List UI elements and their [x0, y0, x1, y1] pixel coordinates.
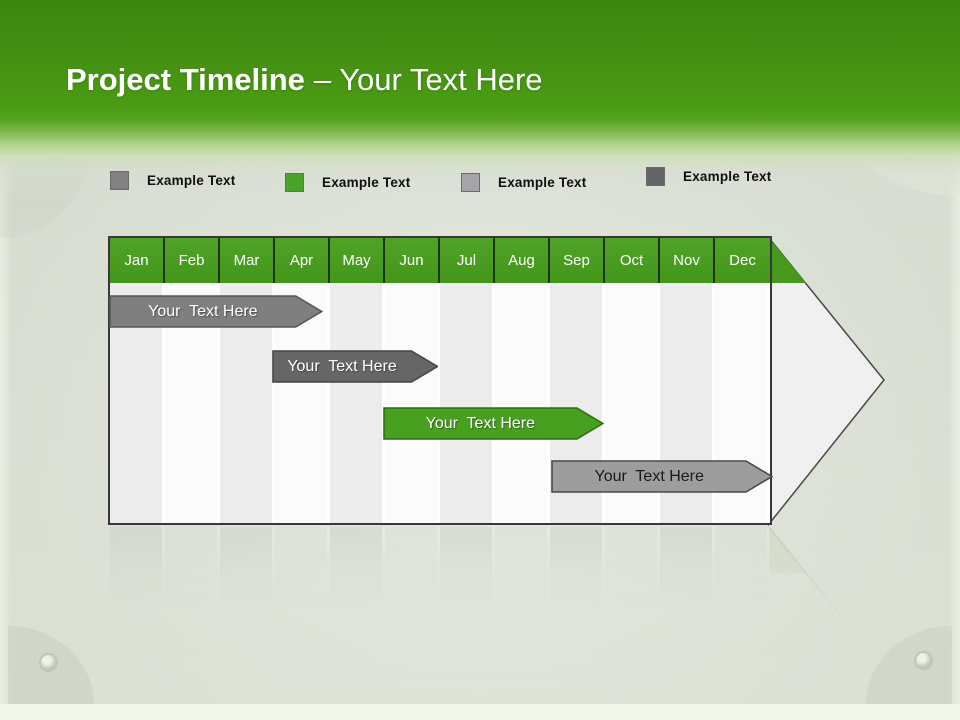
title-main-text: Project Timeline: [66, 62, 305, 97]
legend-item: Example Text: [285, 173, 410, 192]
timeline-bar: Your Text Here: [271, 350, 439, 383]
arrow-reflection: [768, 527, 862, 642]
month-label: Apr: [289, 252, 314, 269]
timeline-bar: Your Text Here: [551, 460, 774, 493]
title-band: [0, 0, 960, 200]
legend-label: Example Text: [147, 173, 236, 188]
month-cell: Feb: [165, 238, 220, 283]
timeline-arrow-shape: [768, 235, 885, 527]
month-cell: Nov: [660, 238, 715, 283]
timeline-bar: Your Text Here: [383, 407, 604, 440]
month-label: Dec: [729, 252, 756, 269]
month-cell: Apr: [275, 238, 330, 283]
screw-icon: [41, 655, 56, 670]
legend-swatch: [646, 167, 665, 186]
background-bottom-strip: [0, 704, 960, 720]
bar-label: Your Text Here: [148, 303, 258, 320]
legend-swatch: [110, 171, 129, 190]
bar-arrow-shape: [551, 460, 774, 493]
legend-swatch: [285, 173, 304, 192]
bar-arrow-shape: [109, 295, 323, 328]
background-edge-left: [0, 150, 12, 720]
month-label: Mar: [233, 252, 260, 269]
month-cell: Jul: [440, 238, 495, 283]
bar-arrow-shape: [383, 407, 604, 440]
month-label: Aug: [508, 252, 535, 269]
month-cell: Sep: [550, 238, 605, 283]
month-label: Sep: [563, 252, 590, 269]
bar-label: Your Text Here: [594, 468, 704, 485]
timeline-bar: Your Text Here: [109, 295, 323, 328]
month-label: Jul: [456, 252, 477, 269]
legend-label: Example Text: [683, 169, 772, 184]
month-label: May: [342, 252, 371, 269]
month-cell: Jun: [385, 238, 440, 283]
legend-label: Example Text: [322, 175, 411, 190]
month-cell: Jan: [110, 238, 165, 283]
month-cell: May: [330, 238, 385, 283]
month-label: Oct: [619, 252, 644, 269]
month-cell: Aug: [495, 238, 550, 283]
background-edge-right: [948, 150, 960, 720]
legend-item: Example Text: [461, 173, 586, 192]
title-placeholder-text: – Your Text Here: [313, 62, 543, 97]
month-cell: Dec: [715, 238, 770, 283]
bar-label: Your Text Here: [287, 358, 397, 375]
month-label: Jan: [124, 252, 149, 269]
screw-icon: [916, 653, 931, 668]
bar-label: Your Text Here: [425, 415, 536, 432]
month-label: Nov: [673, 252, 700, 269]
slide-title: Project Timeline– Your Text Here: [66, 60, 543, 100]
month-label: Jun: [399, 252, 424, 269]
legend-item: Example Text: [110, 171, 235, 190]
bar-arrow-shape: [271, 350, 439, 383]
legend-swatch: [461, 173, 480, 192]
month-header-row: Jan Feb Mar Apr May Jun Jul Aug Sep Oct …: [110, 238, 770, 283]
month-label: Feb: [178, 252, 205, 269]
table-reflection: [110, 527, 770, 619]
legend-label: Example Text: [498, 175, 587, 190]
month-cell: Mar: [220, 238, 275, 283]
month-cell: Oct: [605, 238, 660, 283]
legend-item: Example Text: [646, 167, 771, 186]
